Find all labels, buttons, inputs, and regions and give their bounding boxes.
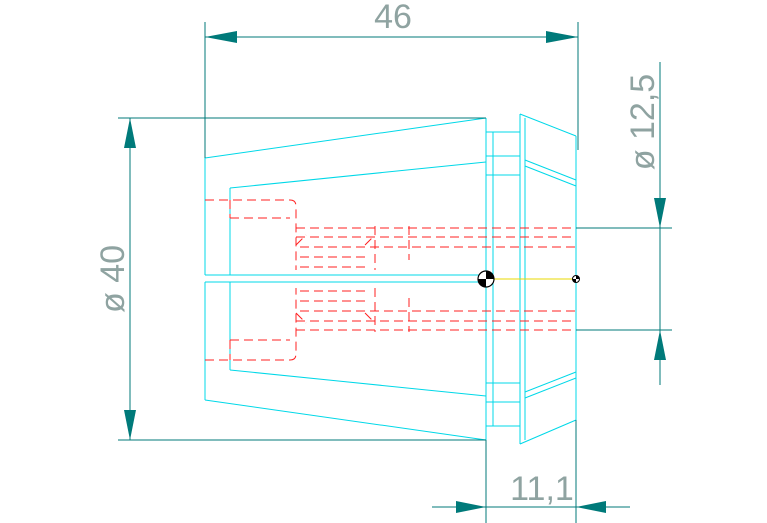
outer-diameter-label: ø 40 (94, 245, 132, 313)
center-axis (477, 270, 580, 288)
end-point-icon (572, 275, 580, 283)
length-dimension-label: 46 (374, 0, 412, 36)
centroid-icon (477, 270, 495, 288)
bore-diameter-label: ø 12,5 (624, 74, 662, 170)
hidden-bore-lines (205, 199, 576, 361)
collet-outline (204, 113, 577, 445)
front-length-label: 11,1 (510, 470, 574, 508)
dimension-lines (118, 22, 672, 523)
